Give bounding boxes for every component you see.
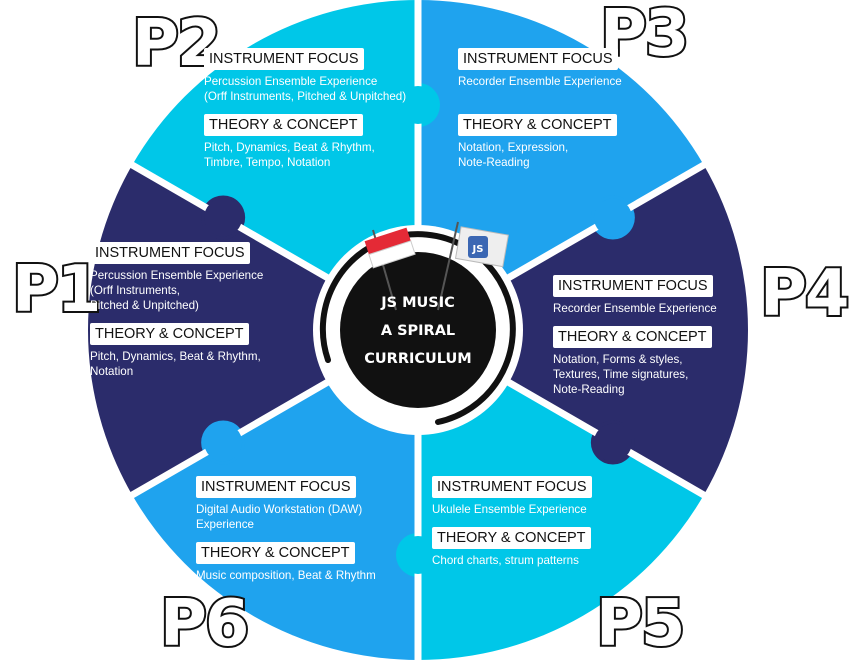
instrument-focus-text: Percussion Ensemble Experience (Orff Ins… xyxy=(90,269,264,312)
school-crest xyxy=(468,236,488,258)
theory-concept-label: THEORY & CONCEPT xyxy=(458,114,617,136)
instrument-focus-label: INSTRUMENT FOCUS xyxy=(196,476,356,498)
puzzle-knob-fill-p1 xyxy=(204,198,243,237)
segment-p1-content: INSTRUMENT FOCUS Percussion Ensemble Exp… xyxy=(90,242,263,379)
instrument-focus-text: Recorder Ensemble Experience xyxy=(553,302,717,315)
instrument-focus-label: INSTRUMENT FOCUS xyxy=(553,275,713,297)
grade-label-p4: P4 xyxy=(758,257,851,331)
flag-singapore-top xyxy=(364,227,411,255)
theory-concept-text: Pitch, Dynamics, Beat & Rhythm, Timbre, … xyxy=(204,141,375,169)
instrument-focus-label: INSTRUMENT FOCUS xyxy=(432,476,592,498)
segment-p4-content: INSTRUMENT FOCUS Recorder Ensemble Exper… xyxy=(553,275,717,397)
theory-concept-label: THEORY & CONCEPT xyxy=(196,542,355,564)
instrument-focus-label: INSTRUMENT FOCUS xyxy=(458,48,618,70)
puzzle-knob-fill-p2 xyxy=(399,86,437,124)
segment-p2 xyxy=(132,0,419,280)
segment-p3-content: INSTRUMENT FOCUS Recorder Ensemble Exper… xyxy=(458,48,622,170)
theory-concept-text: Notation, Forms & styles, Textures, Time… xyxy=(553,353,689,396)
theory-concept-label: THEORY & CONCEPT xyxy=(553,326,712,348)
instrument-focus-text: Recorder Ensemble Experience xyxy=(458,75,622,88)
center-black-disk xyxy=(340,252,496,408)
puzzle-knob-fill-p4 xyxy=(593,423,632,462)
puzzle-knob-fill-p3 xyxy=(593,198,632,237)
instrument-focus-text: Digital Audio Workstation (DAW) Experien… xyxy=(196,503,363,531)
theory-concept-text: Chord charts, strum patterns xyxy=(432,554,579,567)
grade-label-p5: P5 xyxy=(594,587,687,661)
theory-concept-label: THEORY & CONCEPT xyxy=(432,527,591,549)
grade-label-p1: P1 xyxy=(10,253,103,327)
instrument-focus-text: Percussion Ensemble Experience (Orff Ins… xyxy=(204,75,407,103)
theory-concept-label: THEORY & CONCEPT xyxy=(90,323,249,345)
puzzle-knob-fill-p6 xyxy=(204,423,243,462)
segment-p6-content: INSTRUMENT FOCUS Digital Audio Workstati… xyxy=(196,476,376,583)
theory-concept-text: Pitch, Dynamics, Beat & Rhythm, Notation xyxy=(90,350,261,378)
instrument-focus-label: INSTRUMENT FOCUS xyxy=(90,242,250,264)
theory-concept-label: THEORY & CONCEPT xyxy=(204,114,363,136)
theory-concept-text: Music composition, Beat & Rhythm xyxy=(196,569,376,582)
instrument-focus-label: INSTRUMENT FOCUS xyxy=(204,48,364,70)
segment-p6 xyxy=(132,380,419,660)
flag-singapore-bottom xyxy=(368,240,416,269)
segment-p5-content: INSTRUMENT FOCUS Ukulele Ensemble Experi… xyxy=(432,476,592,568)
theory-concept-text: Notation, Expression, Note-Reading xyxy=(458,141,569,169)
grade-label-p6: P6 xyxy=(158,587,251,661)
segment-p2-content: INSTRUMENT FOCUS Percussion Ensemble Exp… xyxy=(204,48,406,170)
segment-p3 xyxy=(418,0,704,280)
school-crest-letters: JS xyxy=(472,244,484,255)
puzzle-knob-fill-p5 xyxy=(399,536,437,574)
segment-p5 xyxy=(418,380,704,660)
flag-pole-right xyxy=(437,221,459,311)
instrument-focus-text: Ukulele Ensemble Experience xyxy=(432,503,587,516)
